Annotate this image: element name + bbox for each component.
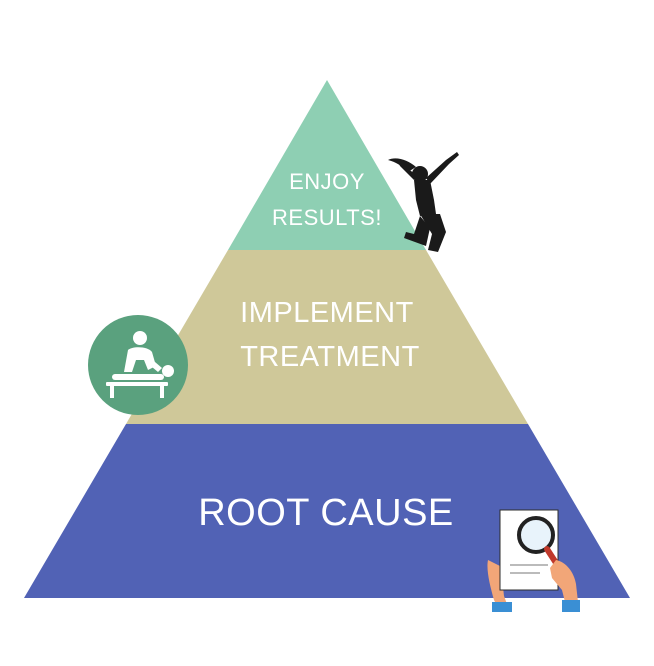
tier-middle (126, 250, 528, 424)
magnifying-glass-document-icon (487, 509, 580, 612)
tier-middle-label-line2: TREATMENT (240, 341, 420, 373)
tier-top-label-line2: RESULTS! (272, 205, 382, 230)
tier-top (228, 80, 426, 250)
jumping-woman-silhouette-icon (388, 152, 459, 252)
tier-middle-label-line1: IMPLEMENT (240, 297, 414, 329)
tier-top-label-line1: ENJOY (289, 169, 365, 194)
tier-bottom-label: ROOT CAUSE (198, 492, 454, 534)
tier-bottom (24, 424, 630, 598)
massage-therapy-icon (88, 315, 188, 415)
